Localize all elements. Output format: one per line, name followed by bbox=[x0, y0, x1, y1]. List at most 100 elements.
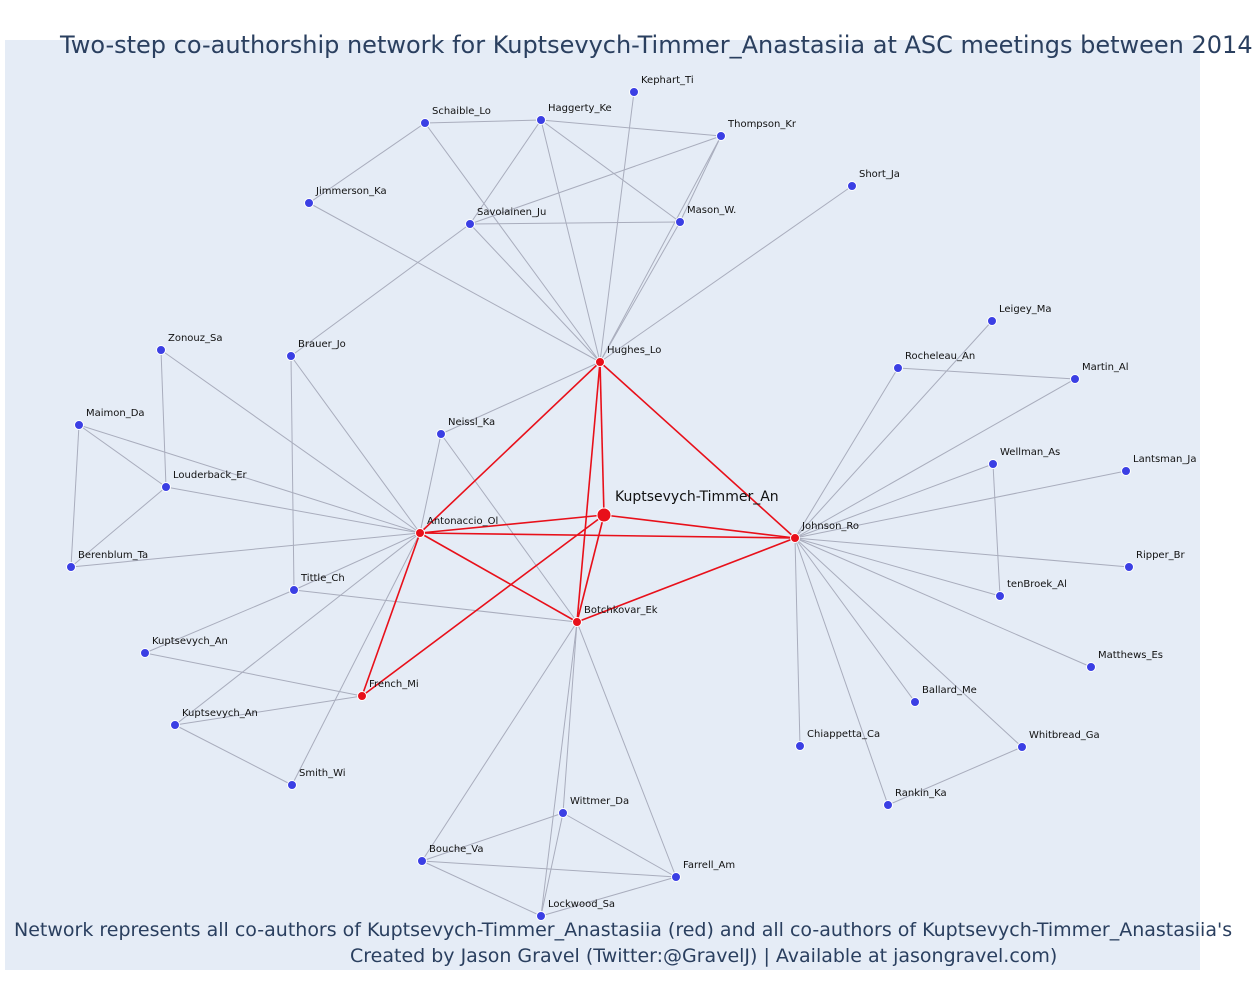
node-haggerty-ke[interactable] bbox=[536, 115, 546, 125]
edge-hughes-lo-neissl-ka bbox=[440, 361, 601, 435]
node-label-smith-wi: Smith_Wi bbox=[299, 768, 346, 779]
node-kuptsevych-timmer-an[interactable] bbox=[596, 507, 612, 523]
edge-johnson-ro-leigey-ma bbox=[794, 320, 993, 539]
node-louderback-er[interactable] bbox=[161, 482, 171, 492]
node-label-johnson-ro: Johnson_Ro bbox=[801, 521, 859, 532]
node-botchkovar-ek[interactable] bbox=[572, 617, 582, 627]
node-antonaccio-ol[interactable] bbox=[415, 528, 425, 538]
node-label-jimmerson-ka: Jimmerson_Ka bbox=[315, 186, 387, 197]
edge-antonaccio-ol-tittle-ch bbox=[293, 532, 421, 591]
edge-schaible-lo-jimmerson-ka bbox=[308, 122, 426, 204]
node-ballard-me[interactable] bbox=[910, 697, 920, 707]
edge-hughes-lo-short-ja bbox=[599, 185, 853, 363]
node-schaible-lo[interactable] bbox=[420, 118, 430, 128]
node-maimon-da[interactable] bbox=[74, 420, 84, 430]
edge-kuptsevych-timmer-an-french-mi bbox=[361, 514, 605, 697]
network-graph: Kuptsevych-Timmer_AnHughes_LoAntonaccio_… bbox=[66, 75, 1196, 921]
edge-savolainen-ju-thompson-kr bbox=[469, 135, 722, 225]
node-rankin-ka[interactable] bbox=[883, 800, 893, 810]
edges-layer bbox=[70, 91, 1130, 917]
edge-johnson-ro-wellman-as bbox=[794, 463, 994, 539]
edge-savolainen-ju-brauer-jo bbox=[290, 223, 471, 357]
node-label-tittle-ch: Tittle_Ch bbox=[300, 573, 345, 584]
node-label-martin-al: Martin_Al bbox=[1082, 362, 1129, 373]
edge-johnson-ro-matthews-es bbox=[794, 537, 1092, 668]
labels-layer: Kuptsevych-Timmer_AnHughes_LoAntonaccio_… bbox=[78, 75, 1196, 910]
node-martin-al[interactable] bbox=[1070, 374, 1080, 384]
edge-hughes-lo-schaible-lo bbox=[424, 122, 601, 363]
node-neissl-ka[interactable] bbox=[436, 429, 446, 439]
chart-title: Two-step co-authorship network for Kupts… bbox=[60, 31, 1253, 59]
edge-kuptsevych-timmer-an-botchkovar-ek bbox=[576, 514, 605, 623]
node-label-whitbread-ga: Whitbread_Ga bbox=[1029, 730, 1100, 741]
node-french-mi[interactable] bbox=[357, 691, 367, 701]
footer-credit: Created by Jason Gravel (Twitter:@Gravel… bbox=[350, 945, 1058, 967]
edge-johnson-ro-lantsman-ja bbox=[794, 470, 1127, 539]
node-short-ja[interactable] bbox=[847, 181, 857, 191]
node-label-kuptsevych-an-2: Kuptsevych_An bbox=[182, 708, 258, 719]
edge-savolainen-ju-mason-w bbox=[469, 221, 681, 225]
edge-wellman-as-tenbroek-al bbox=[992, 463, 1001, 597]
edge-tittle-ch-botchkovar-ek bbox=[293, 589, 578, 623]
edge-haggerty-ke-savolainen-ju bbox=[469, 119, 542, 225]
edge-hughes-lo-mason-w bbox=[599, 221, 681, 363]
node-whitbread-ga[interactable] bbox=[1017, 742, 1027, 752]
node-label-mason-w: Mason_W. bbox=[687, 205, 736, 216]
node-savolainen-ju[interactable] bbox=[465, 219, 475, 229]
node-mason-w[interactable] bbox=[675, 217, 685, 227]
edge-botchkovar-ek-lockwood-sa bbox=[540, 621, 578, 917]
node-zonouz-sa[interactable] bbox=[156, 345, 166, 355]
edge-botchkovar-ek-farrell-am bbox=[576, 621, 677, 878]
node-johnson-ro[interactable] bbox=[790, 533, 800, 543]
node-berenblum-ta[interactable] bbox=[66, 562, 76, 572]
node-thompson-kr[interactable] bbox=[716, 131, 726, 141]
node-label-ripper-br: Ripper_Br bbox=[1136, 550, 1186, 561]
node-rocheleau-an[interactable] bbox=[893, 363, 903, 373]
node-label-leigey-ma: Leigey_Ma bbox=[999, 304, 1052, 315]
node-chiappetta-ca[interactable] bbox=[795, 741, 805, 751]
node-label-ballard-me: Ballard_Me bbox=[922, 685, 977, 696]
node-label-botchkovar-ek: Botchkovar_Ek bbox=[584, 605, 658, 616]
node-ripper-br[interactable] bbox=[1124, 562, 1134, 572]
node-jimmerson-ka[interactable] bbox=[304, 198, 314, 208]
node-tenbroek-al[interactable] bbox=[995, 591, 1005, 601]
node-label-kephart-ti: Kephart_Ti bbox=[641, 75, 694, 86]
edge-hughes-lo-savolainen-ju bbox=[469, 223, 601, 363]
edge-johnson-ro-tenbroek-al bbox=[794, 537, 1001, 597]
edge-hughes-lo-botchkovar-ek bbox=[576, 361, 601, 623]
node-label-thompson-kr: Thompson_Kr bbox=[727, 119, 797, 130]
node-label-wellman-as: Wellman_As bbox=[1000, 447, 1060, 458]
edge-hughes-lo-antonaccio-ol bbox=[419, 361, 601, 534]
node-leigey-ma[interactable] bbox=[987, 316, 997, 326]
node-wittmer-da[interactable] bbox=[558, 808, 568, 818]
node-tittle-ch[interactable] bbox=[289, 585, 299, 595]
node-lantsman-ja[interactable] bbox=[1121, 466, 1131, 476]
node-bouche-va[interactable] bbox=[417, 856, 427, 866]
node-kephart-ti[interactable] bbox=[629, 87, 639, 97]
node-label-schaible-lo: Schaible_Lo bbox=[432, 106, 491, 117]
node-hughes-lo[interactable] bbox=[595, 357, 605, 367]
edge-antonaccio-ol-maimon-da bbox=[78, 424, 421, 534]
node-lockwood-sa[interactable] bbox=[536, 911, 546, 921]
node-matthews-es[interactable] bbox=[1086, 662, 1096, 672]
edge-kuptsevych-timmer-an-antonaccio-ol bbox=[419, 514, 605, 534]
node-label-kuptsevych-timmer-an: Kuptsevych-Timmer_An bbox=[615, 489, 779, 505]
edge-french-mi-kuptsevych-an-2 bbox=[174, 695, 363, 726]
edge-botchkovar-ek-wittmer-da bbox=[562, 621, 578, 814]
edge-johnson-ro-ballard-me bbox=[794, 537, 916, 703]
node-farrell-am[interactable] bbox=[671, 872, 681, 882]
node-label-farrell-am: Farrell_Am bbox=[683, 860, 735, 871]
node-kuptsevych-an-2[interactable] bbox=[170, 720, 180, 730]
node-kuptsevych-an-1[interactable] bbox=[140, 648, 150, 658]
edge-kuptsevych-an-2-smith-wi bbox=[174, 724, 293, 786]
edge-haggerty-ke-mason-w bbox=[540, 119, 681, 223]
edge-johnson-ro-rocheleau-an bbox=[794, 367, 899, 539]
plot-background bbox=[5, 40, 1200, 970]
node-label-matthews-es: Matthews_Es bbox=[1098, 650, 1163, 661]
edge-louderback-er-berenblum-ta bbox=[70, 486, 167, 568]
node-smith-wi[interactable] bbox=[287, 780, 297, 790]
edge-maimon-da-berenblum-ta bbox=[70, 424, 80, 568]
node-label-berenblum-ta: Berenblum_Ta bbox=[78, 550, 148, 561]
node-wellman-as[interactable] bbox=[988, 459, 998, 469]
node-brauer-jo[interactable] bbox=[286, 351, 296, 361]
